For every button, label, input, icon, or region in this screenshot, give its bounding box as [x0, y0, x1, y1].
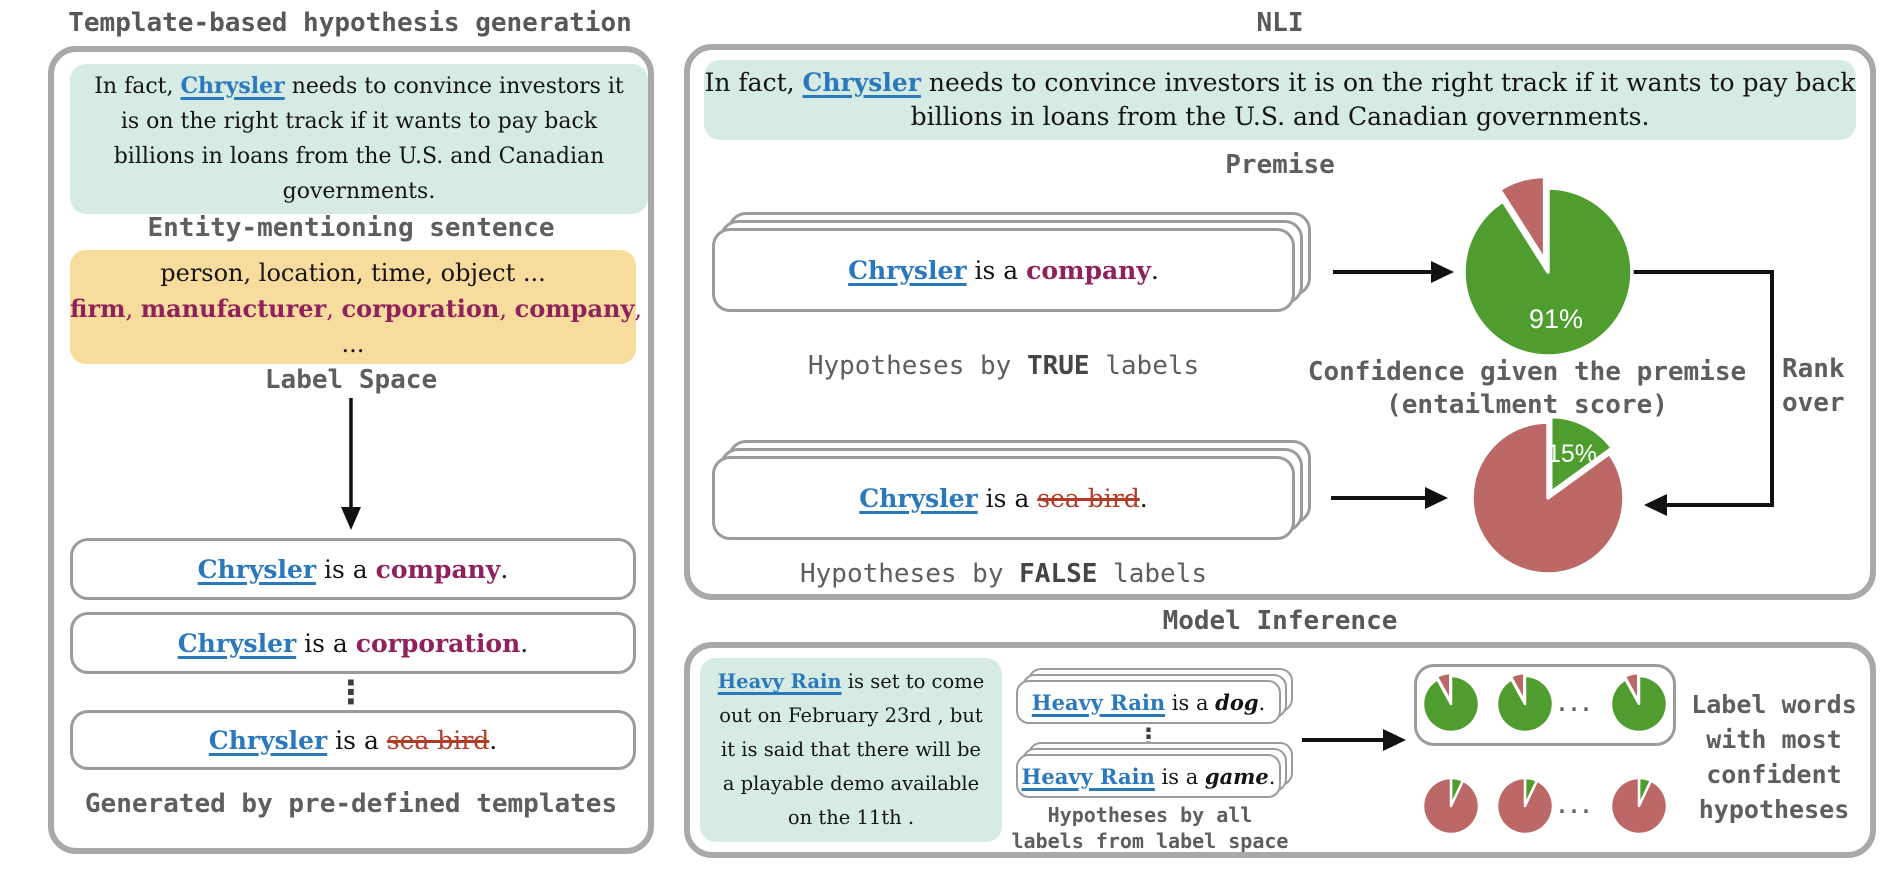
- premise-caption: Premise: [1225, 150, 1335, 180]
- entity-sentence-box: In fact, Chrysler needs to convince inve…: [70, 64, 648, 214]
- inference-sentence-box: Heavy Rain is set to come out on Februar…: [700, 658, 1002, 842]
- model-inference-title: Model Inference: [1162, 606, 1398, 636]
- inference-bottom-stack: Heavy Rain is a game.: [1016, 742, 1293, 798]
- label-space-line1: person, location, time, object ...: [160, 259, 546, 287]
- entity-link-heavy-rain: Heavy Rain: [717, 670, 842, 693]
- entity-link-chrysler: Chrysler: [208, 725, 328, 755]
- mini-pie-confident: [1495, 671, 1555, 734]
- mini-row-ellipsis: ...: [1555, 794, 1593, 818]
- mini-row-ellipsis: ...: [1555, 692, 1593, 716]
- true-label-word: company: [375, 554, 501, 584]
- mini-pie-unconfident: [1609, 776, 1669, 836]
- all-labels-caption: Hypotheses by all labels from label spac…: [1011, 803, 1289, 853]
- inference-top-stack: Heavy Rain is a dog.: [1016, 668, 1293, 724]
- sentence-pre: In fact,: [94, 74, 181, 99]
- label-space-box: person, location, time, object ... firm,…: [70, 250, 643, 364]
- inference-hypothesis-game: Heavy Rain is a game.: [1016, 754, 1281, 798]
- false-hypotheses-stack: Chrysler is a sea bird.: [712, 440, 1311, 540]
- left-panel: In fact, Chrysler needs to convince inve…: [48, 46, 654, 854]
- false-label-word: sea bird: [1037, 483, 1140, 513]
- generated-caption: Generated by pre-defined templates: [84, 789, 618, 819]
- true-hypothesis-card: Chrysler is a company.: [712, 228, 1295, 312]
- entity-sentence-caption: Entity-mentioning sentence: [147, 213, 555, 243]
- svg-text:91%: 91%: [1529, 304, 1583, 334]
- hypothesis-card-company: Chrysler is a company.: [70, 538, 636, 600]
- entity-link-chrysler: Chrysler: [180, 73, 285, 99]
- true-hypotheses-stack: Chrysler is a company.: [712, 212, 1311, 312]
- label-space-ellipsis: ...: [341, 330, 365, 358]
- false-stack-caption: Hypotheses by FALSE labels: [799, 559, 1207, 589]
- entity-link-heavy-rain: Heavy Rain: [1021, 763, 1155, 789]
- entity-link-chrysler: Chrysler: [802, 68, 921, 97]
- label-words-caption: Label words with most confident hypothes…: [1691, 689, 1857, 824]
- entity-link-chrysler: Chrysler: [848, 255, 967, 285]
- candidate-label-word: game: [1204, 763, 1269, 789]
- mini-pie-confident: [1609, 671, 1669, 734]
- false-label-word: sea bird: [386, 725, 490, 755]
- rank-over-caption: Rank over: [1782, 354, 1845, 418]
- premise-box: In fact, Chrysler needs to convince inve…: [704, 60, 1856, 140]
- true-label-word: company: [1026, 255, 1151, 285]
- label-space-caption: Label Space: [264, 365, 438, 395]
- false-hypothesis-card: Chrysler is a sea bird.: [712, 456, 1295, 540]
- candidate-label-word: dog: [1215, 689, 1259, 715]
- mini-pie-unconfident: [1421, 776, 1481, 836]
- true-stack-caption: Hypotheses by TRUE labels: [807, 351, 1200, 381]
- mini-pie-unconfident: [1495, 776, 1555, 836]
- true-label-word: corporation: [355, 628, 521, 658]
- svg-text:15%: 15%: [1547, 440, 1597, 468]
- pie-false-confidence-15: 15%: [1470, 414, 1626, 576]
- mini-pie-confident: [1421, 671, 1481, 734]
- pie-true-confidence-91: 91%: [1462, 174, 1634, 358]
- entity-link-chrysler: Chrysler: [197, 554, 317, 584]
- nli-title: NLI: [1256, 8, 1304, 38]
- hypothesis-card-corporation: Chrysler is a corporation.: [70, 612, 636, 674]
- entity-link-chrysler: Chrysler: [859, 483, 978, 513]
- sentence-post: needs to convince investors it is on the…: [113, 74, 624, 204]
- label-space-line2: firm, manufacturer, corporation, company…: [70, 294, 643, 323]
- entity-link-heavy-rain: Heavy Rain: [1031, 689, 1166, 715]
- inference-hypothesis-dog: Heavy Rain is a dog.: [1016, 680, 1281, 724]
- entity-link-chrysler: Chrysler: [177, 628, 297, 658]
- left-panel-title: Template-based hypothesis generation: [68, 8, 632, 38]
- hypothesis-card-seabird: Chrysler is a sea bird.: [70, 710, 636, 770]
- vertical-ellipsis: ⋮: [335, 673, 367, 711]
